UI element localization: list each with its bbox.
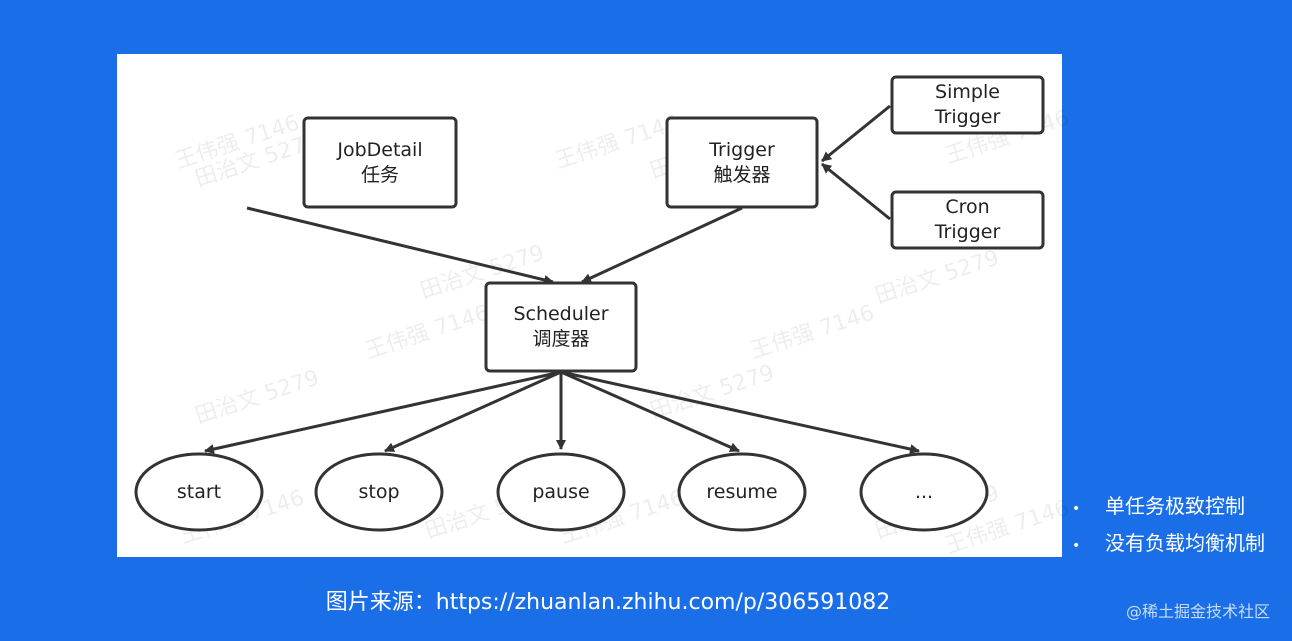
jobdetail-box <box>302 116 458 209</box>
jobdetail-title: JobDetail <box>337 138 423 161</box>
bullet-text: 没有负载均衡机制 <box>1105 531 1265 555</box>
scheduler-title: Scheduler <box>513 303 609 325</box>
bullet-dot-icon: • <box>1072 538 1081 554</box>
simple-trigger-box <box>890 75 1045 135</box>
start-label: start <box>176 480 222 503</box>
simple-trigger-label: Simple Trigger <box>892 77 1043 133</box>
scheduler-subtitle: 调度器 <box>532 328 590 350</box>
simple-trigger-line2: Trigger <box>934 106 1001 128</box>
resume-label: resume <box>706 480 778 503</box>
trigger-title: Trigger <box>709 138 775 161</box>
trigger-subtitle: 触发器 <box>713 163 771 186</box>
scheduler-label: Scheduler 调度器 <box>486 283 636 371</box>
bullet-text: 单任务极致控制 <box>1105 494 1245 518</box>
arrow-jobdetail-to-scheduler <box>246 206 554 285</box>
arrow-cron-to-trigger <box>821 162 891 221</box>
bullet-list: • 单任务极致控制 • 没有负载均衡机制 <box>1072 488 1265 562</box>
simple-trigger-line1: Simple <box>935 81 1000 103</box>
bullet-dot-icon: • <box>1072 501 1081 517</box>
stop-label: stop <box>358 480 400 503</box>
arrow-trigger-to-scheduler <box>581 206 743 284</box>
jobdetail-label: JobDetail 任务 <box>304 118 456 207</box>
jobdetail-subtitle: 任务 <box>360 163 399 186</box>
pause-ellipse <box>496 452 626 532</box>
resume-ellipse <box>677 452 807 532</box>
bullet-item: • 单任务极致控制 <box>1072 488 1265 525</box>
image-source-caption: 图片来源：https://zhuanlan.zhihu.com/p/306591… <box>325 590 891 615</box>
diagram-panel: 王伟强 7146 田治文 5279 王伟强 7146 田治文 5279 王伟强 … <box>117 54 1072 559</box>
brand-watermark: @稀土掘金技术社区 <box>1125 602 1270 621</box>
arrow-scheduler-to-stop <box>384 370 562 453</box>
more-label: ... <box>914 480 934 503</box>
cron-trigger-label: Cron Trigger <box>892 192 1043 248</box>
more-ellipse <box>859 452 989 532</box>
cron-trigger-line1: Cron <box>945 196 990 218</box>
scheduler-box <box>484 281 638 373</box>
trigger-box <box>665 116 819 209</box>
trigger-label: Trigger 触发器 <box>667 118 817 207</box>
stop-ellipse <box>314 452 444 532</box>
diagram-canvas <box>134 75 1045 532</box>
cron-trigger-line2: Trigger <box>934 221 1001 243</box>
pause-label: pause <box>532 480 590 503</box>
start-ellipse <box>134 452 264 532</box>
cron-trigger-box <box>890 190 1045 250</box>
arrow-scheduler-to-start <box>204 370 562 454</box>
arrow-scheduler-to-resume <box>560 370 740 453</box>
arrow-simple-to-trigger <box>821 104 891 163</box>
arrow-scheduler-to-more <box>560 370 920 454</box>
bullet-item: • 没有负载均衡机制 <box>1072 525 1265 562</box>
